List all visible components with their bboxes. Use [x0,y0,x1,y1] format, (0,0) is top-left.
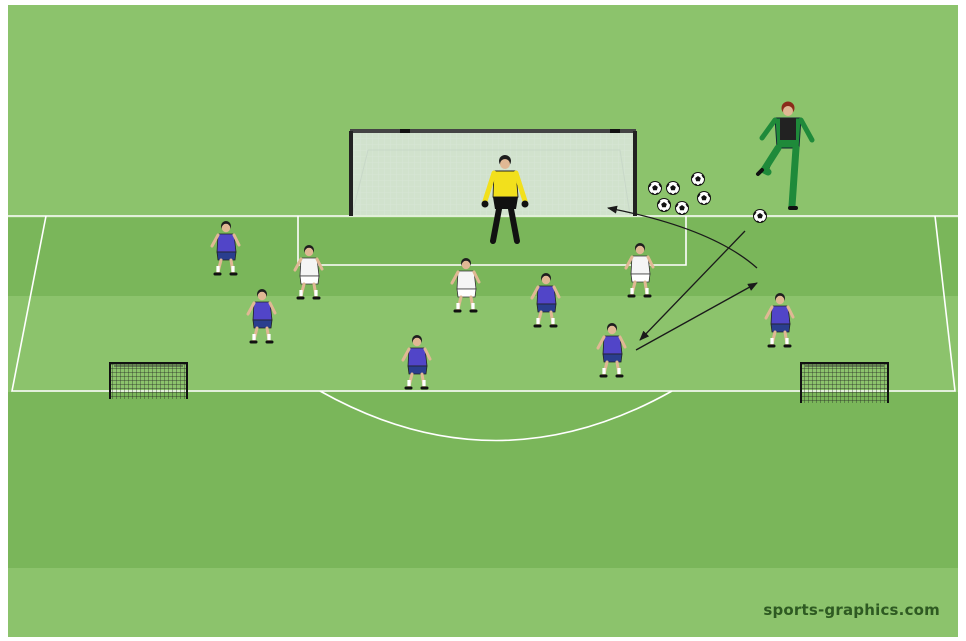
mini-goal-left [110,363,187,399]
soccer-ball-icon [658,199,671,212]
soccer-ball-icon [649,182,662,195]
soccer-ball-icon [676,202,689,215]
watermark: sports-graphics.com [763,601,940,619]
grass-stripe [8,392,958,568]
soccer-ball-icon [754,210,767,223]
soccer-ball-icon [698,192,711,205]
soccer-ball-icon [667,182,680,195]
mini-goal-right [801,363,888,403]
soccer-ball-icon [692,173,705,186]
grass-stripe [8,218,958,296]
